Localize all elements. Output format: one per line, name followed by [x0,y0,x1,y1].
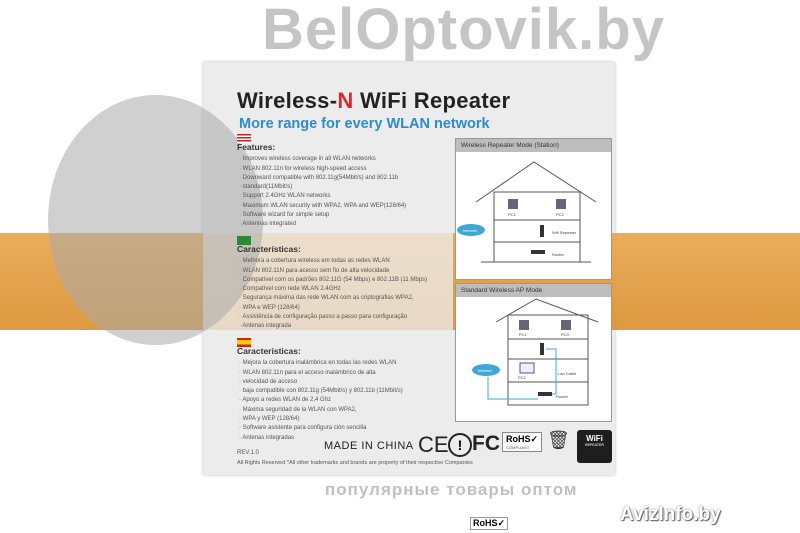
watermark-text: BelOptovik.by [262,0,665,62]
feature-item: · Support 2.4GHz WLAN networks [239,193,331,200]
pc1-label: PC1 [519,332,528,337]
product-subtitle: More range for every WLAN network [239,116,490,132]
wifi-logo-label: WiFi [586,434,603,443]
house-walls [507,314,589,406]
feature-item: · Maximum WLAN security with WPA2, WPA a… [239,202,407,209]
repeater-mode-diagram: Wireless Repeater Mode (Station) Interne… [455,138,612,280]
pc2-icon [556,199,566,209]
feature-item: · Software asistente para configura ción… [239,425,367,432]
feature-item: · Improves wireless coverage in all WLAN… [239,156,376,163]
feature-item: · standard(11Mbit/s) [239,184,293,191]
laptop-icon [519,362,535,374]
weee-bin-icon: 🗑 [547,430,570,450]
router-label: Router [556,394,569,399]
features-heading: Caracteristicas: [237,346,301,356]
feature-item: · Compatível com rede WLAN 2.4GHz [239,286,341,293]
feature-item: · baja compatible con 802.11g (54Mbit/s)… [239,388,403,395]
feature-item: · Mejora la cobertura inalámbrica en tod… [239,360,397,367]
fcc-mark-icon: FC [472,432,500,455]
diagram-title: Wireless Repeater Mode (Station) [456,139,611,152]
us-flag-icon [237,134,251,143]
rohs-label: RoHS✓ [506,434,539,444]
router-label: Router [552,252,565,257]
roof [475,161,597,203]
feature-item: · Antenas integrada [239,323,292,330]
product-title: Wireless-N WiFi Repeater [237,88,511,113]
feature-item: · WPA y WEP (128/64) [239,416,300,423]
features-heading: Features: [237,142,276,152]
pc1-icon [508,199,518,209]
repeater-label: Wifi Repeater [552,230,577,235]
ap-mode-diagram: Standard Wireless AP Mode Internet PC1 P… [455,283,612,422]
cable-line [546,348,557,395]
spain-flag-icon [237,338,251,347]
access-point-icon [540,343,544,355]
brazil-flag-icon [237,236,251,245]
feature-item: · Antennas integrated [239,221,297,228]
warning-icon: ! [448,433,472,457]
ce-mark-icon: CE [418,432,449,457]
features-portuguese: Características: · Melhora a cobertura w… [237,236,452,332]
cloud-icon [472,364,500,376]
cloud-icon [457,224,485,236]
lan-cable-label: Lan Cable [558,371,577,376]
features-english: Features: · Improves wireless coverage i… [237,134,447,230]
rohs-sub-label: COMPLIANT [506,445,530,450]
feature-item: · Apoyo a redes WLAN de 2,4 Ghz [239,397,332,404]
house-diagram: Internet PC1 PC3 PC2 Lan Cable Router [472,298,599,406]
diagram-title: Standard Wireless AP Mode [456,284,611,297]
features-list: · Mejora la cobertura inalámbrica en tod… [237,359,452,443]
rohs-sticker: RoHS✓ [470,517,509,530]
feature-item: · Antenas integradas [239,434,295,441]
feature-item: · WPA e WEP (128/64) [239,304,300,311]
feature-item: · Compatível com os padrões 802.11G (54 … [239,276,428,283]
feature-item: · Segurança máxima das rede WLAN com as … [239,295,414,302]
cloud-label: Internet [463,228,477,233]
pc1-icon [519,320,529,330]
pc2-label: PC2 [518,375,527,380]
features-list: · Melhora a cobertura wireless em todas … [237,257,452,331]
revision: REV.1.0 [237,450,259,456]
feature-item: · Downward compatible with 802.11g(54Mbi… [239,174,399,181]
repeater-icon [540,225,544,237]
pc3-icon [561,320,571,330]
router-icon [538,392,552,396]
watermark-logo-circle [48,95,263,345]
made-in-china: MADE IN CHINA [324,440,414,452]
feature-item: · WLAN 802.11n para el acceso inalámbric… [239,369,376,376]
features-spanish: Caracteristicas: · Mejora la cobertura i… [237,338,452,443]
house-diagram: Internet PC1 PC2 Wifi Repeater Router [457,161,597,263]
features-list: · Improves wireless coverage in all WLAN… [237,155,447,229]
cable-line [487,377,538,400]
cloud-label: Internet [478,368,492,373]
pc2-label: PC2 [556,212,565,217]
feature-item: · velocidad de acceso [239,378,298,385]
pc3-label: PC3 [561,332,570,337]
feature-item: · WLAN 802.11n for wireless high-speed a… [239,165,367,172]
rohs-badge: RoHS✓COMPLIANT [502,432,543,452]
feature-item: · Software wizard for simple setup [239,212,330,219]
rights-notice: All Rights Reserved *All other trademark… [237,460,473,466]
pc1-label: PC1 [508,212,517,217]
feature-item: · Melhora a cobertura wireless em todas … [239,258,390,265]
feature-item: · Assistência de configuração passo a pa… [239,314,408,321]
feature-item: · WLAN 802.11N para acesso sem fio de al… [239,267,390,274]
roof [495,298,599,323]
feature-item: · Máxima seguridad de la WLAN con WPA2, [239,406,357,413]
router-icon [531,250,545,254]
watermark-tagline: популярные товары оптом [325,480,578,499]
features-heading: Características: [237,244,301,254]
wifi-logo-sub-label: REPEATER [585,443,604,447]
corner-watermark: AvizInfo.by [620,504,721,525]
